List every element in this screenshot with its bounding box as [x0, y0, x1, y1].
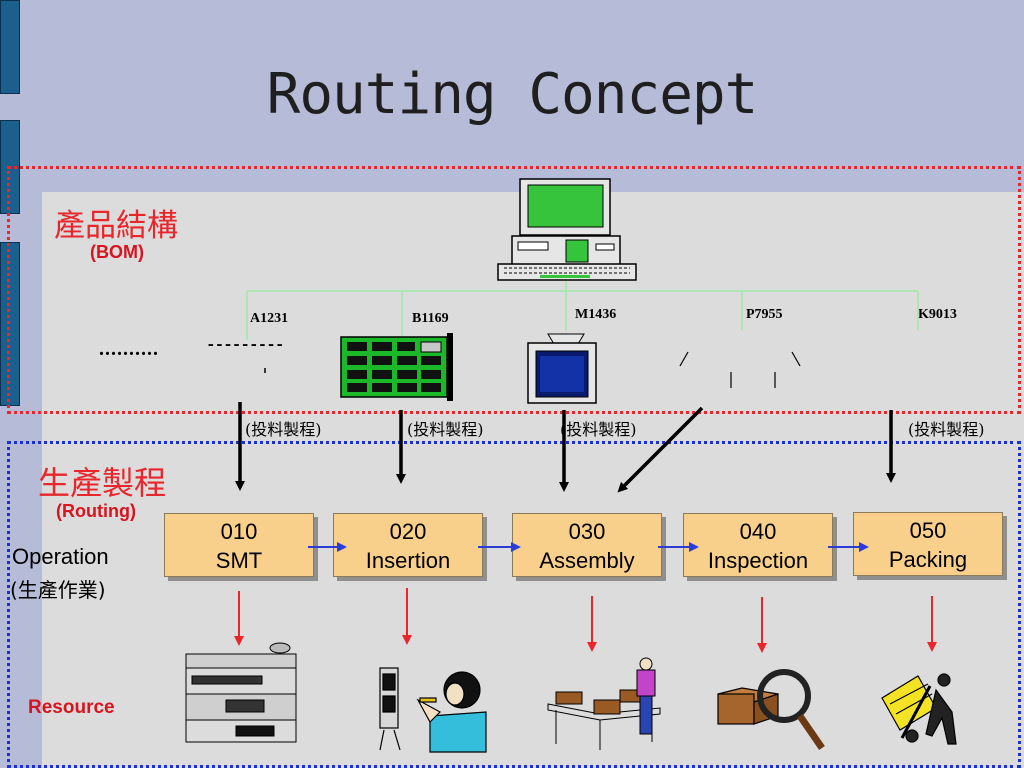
smt-machine-icon: [185, 642, 297, 743]
routing-heading: 生產製程: [38, 464, 167, 502]
input-label-2: (投料製程): [407, 420, 484, 439]
computer-icon: [497, 178, 637, 281]
part-dashes: ---------: [206, 336, 284, 354]
operation-code: 030: [568, 519, 606, 544]
operation-code: 010: [220, 519, 258, 544]
bom-heading: 產品結構: [54, 208, 178, 244]
part-label-m1436: M1436: [575, 307, 617, 322]
routing-region: [7, 441, 1021, 768]
operation-box-050: 050 Packing: [853, 512, 1003, 576]
left-tab-block-3: [0, 242, 20, 406]
operation-box-020: 020 Insertion: [333, 513, 483, 577]
operation-name: Packing: [888, 547, 968, 572]
operation-code: 050: [909, 518, 947, 543]
input-label-1: (投料製程): [245, 420, 322, 439]
bom-region: [7, 166, 1021, 414]
slide-title: Routing Concept: [266, 62, 759, 127]
operation-name: Insertion: [365, 548, 451, 573]
input-label-3: (投料製程): [560, 420, 637, 439]
resource-arrows: [234, 588, 937, 653]
operation-code: 040: [739, 519, 777, 544]
input-arrows: [235, 402, 896, 493]
assembly-line-icon: [547, 657, 661, 750]
input-label-5: (投料製程): [908, 420, 985, 439]
operation-box-010: 010 SMT: [164, 513, 314, 577]
operation-box-040: 040 Inspection: [683, 513, 833, 577]
routing-subheading: (Routing): [56, 501, 136, 521]
keyboard-icon: [679, 351, 801, 388]
operation-name: Inspection: [707, 548, 809, 573]
left-tab-block-1: [0, 0, 20, 94]
part-label-k9013: K9013: [918, 307, 957, 322]
operation-label: Operation: [12, 544, 109, 569]
resource-label: Resource: [28, 697, 115, 718]
bom-subheading: (BOM): [90, 242, 144, 262]
operation-label-cn: (生產作業): [10, 578, 106, 602]
insertion-worker-icon: [379, 667, 487, 753]
bom-tree-lines: [246, 281, 919, 340]
part-dots: ..........: [99, 338, 159, 360]
operation-name: SMT: [215, 548, 263, 573]
operation-box-030: 030 Assembly: [512, 513, 662, 577]
part-label-b1169: B1169: [412, 311, 449, 326]
circuit-board-icon: [340, 333, 453, 401]
magnifier-box-icon: [717, 669, 825, 750]
hand-truck-icon: [881, 673, 957, 745]
part-label-p7955: P7955: [746, 307, 783, 322]
operation-name: Assembly: [539, 548, 635, 573]
monitor-icon: [527, 333, 597, 404]
operation-code: 020: [389, 519, 427, 544]
part-label-a1231: A1231: [250, 311, 289, 326]
